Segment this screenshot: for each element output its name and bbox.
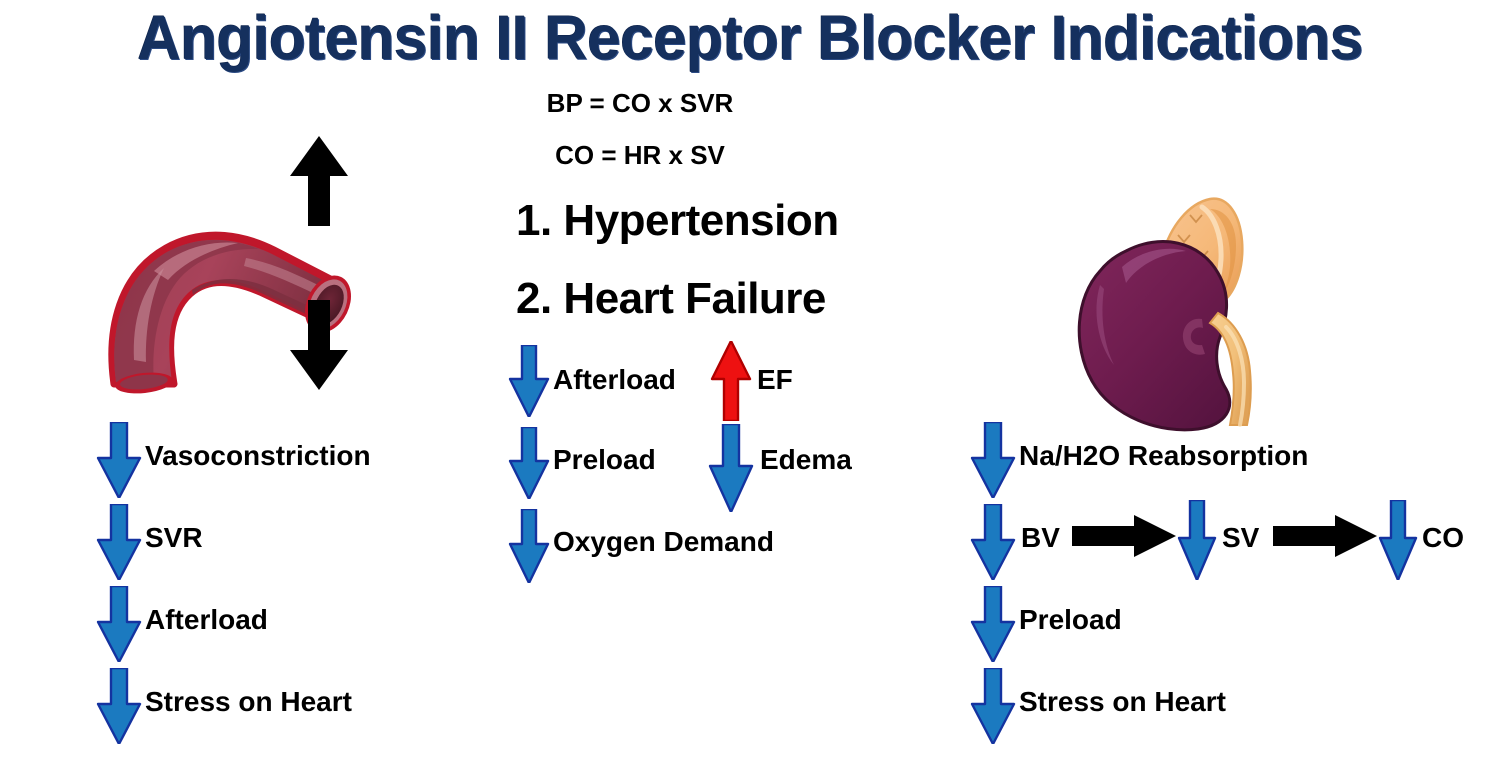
right-chain-2-label: CO bbox=[1422, 522, 1464, 553]
formula-co: CO = HR x SV bbox=[555, 140, 725, 170]
vessel-shadow-left bbox=[114, 239, 259, 382]
center-side-row-1-label: Edema bbox=[760, 444, 852, 475]
center-row-1-label: Preload bbox=[553, 444, 656, 475]
blood-vessel-illustration bbox=[96, 132, 386, 422]
left-row-2-down-arrow bbox=[96, 586, 142, 662]
vessel-dilation-down-arrow bbox=[288, 300, 350, 390]
vessel-highlight-right bbox=[244, 258, 320, 294]
indication-2-heart-failure: 2. Heart Failure bbox=[516, 274, 826, 323]
right-row-1-down-arrow bbox=[970, 586, 1016, 662]
page-title: Angiotensin II Receptor Blocker Indicati… bbox=[137, 4, 1363, 73]
kidney-body bbox=[1077, 240, 1232, 432]
center-row-1-down-arrow bbox=[508, 427, 550, 499]
right-row-1-label: Preload bbox=[1019, 604, 1122, 635]
vessel-highlight-top bbox=[154, 242, 238, 280]
kidney-highlight-left bbox=[1096, 285, 1114, 365]
right-row-2-down-arrow bbox=[970, 668, 1016, 744]
center-side-row-1-down-arrow bbox=[708, 424, 754, 512]
kidney-highlight-top bbox=[1122, 248, 1186, 283]
center-row-0-label: Afterload bbox=[553, 364, 676, 395]
center-row-2-down-arrow bbox=[508, 509, 550, 583]
left-row-3-label: Stress on Heart bbox=[145, 686, 352, 717]
right-row-2-label: Stress on Heart bbox=[1019, 686, 1226, 717]
kidney-hilum bbox=[1182, 318, 1205, 355]
right-row-0-label: Na/H2O Reabsorption bbox=[1019, 440, 1309, 471]
ureter-highlight bbox=[1224, 325, 1247, 427]
chain-connector-1-right-arrow bbox=[1273, 515, 1377, 557]
left-row-0-down-arrow bbox=[96, 422, 142, 498]
right-chain-2-down-arrow bbox=[1378, 500, 1418, 580]
vessel-lumen-bottom bbox=[115, 372, 173, 394]
left-row-0-label: Vasoconstriction bbox=[145, 440, 371, 471]
right-chain-0-down-arrow bbox=[970, 504, 1016, 580]
center-side-row-0-label: EF bbox=[757, 364, 793, 395]
vessel-shadow-under bbox=[192, 278, 326, 322]
vessel-dilation-up-arrow bbox=[288, 136, 350, 226]
indication-1-hypertension: 1. Hypertension bbox=[516, 196, 839, 245]
center-side-row-0-up-arrow bbox=[710, 341, 752, 421]
right-chain-1-down-arrow bbox=[1177, 500, 1217, 580]
right-chain-0-label: BV bbox=[1021, 522, 1060, 553]
right-chain-1-label: SV bbox=[1222, 522, 1260, 553]
left-row-1-label: SVR bbox=[145, 522, 203, 553]
left-row-1-down-arrow bbox=[96, 504, 142, 580]
left-row-2-label: Afterload bbox=[145, 604, 268, 635]
center-row-0-down-arrow bbox=[508, 345, 550, 417]
kidney-illustration bbox=[1050, 185, 1315, 435]
right-row-0-down-arrow bbox=[970, 422, 1016, 498]
vessel-highlight-left bbox=[133, 268, 164, 362]
left-row-3-down-arrow bbox=[96, 668, 142, 744]
chain-connector-0-right-arrow bbox=[1072, 515, 1176, 557]
formula-bp: BP = CO x SVR bbox=[546, 88, 734, 118]
adrenal-shading bbox=[1210, 209, 1236, 302]
center-row-2-label: Oxygen Demand bbox=[553, 526, 774, 557]
